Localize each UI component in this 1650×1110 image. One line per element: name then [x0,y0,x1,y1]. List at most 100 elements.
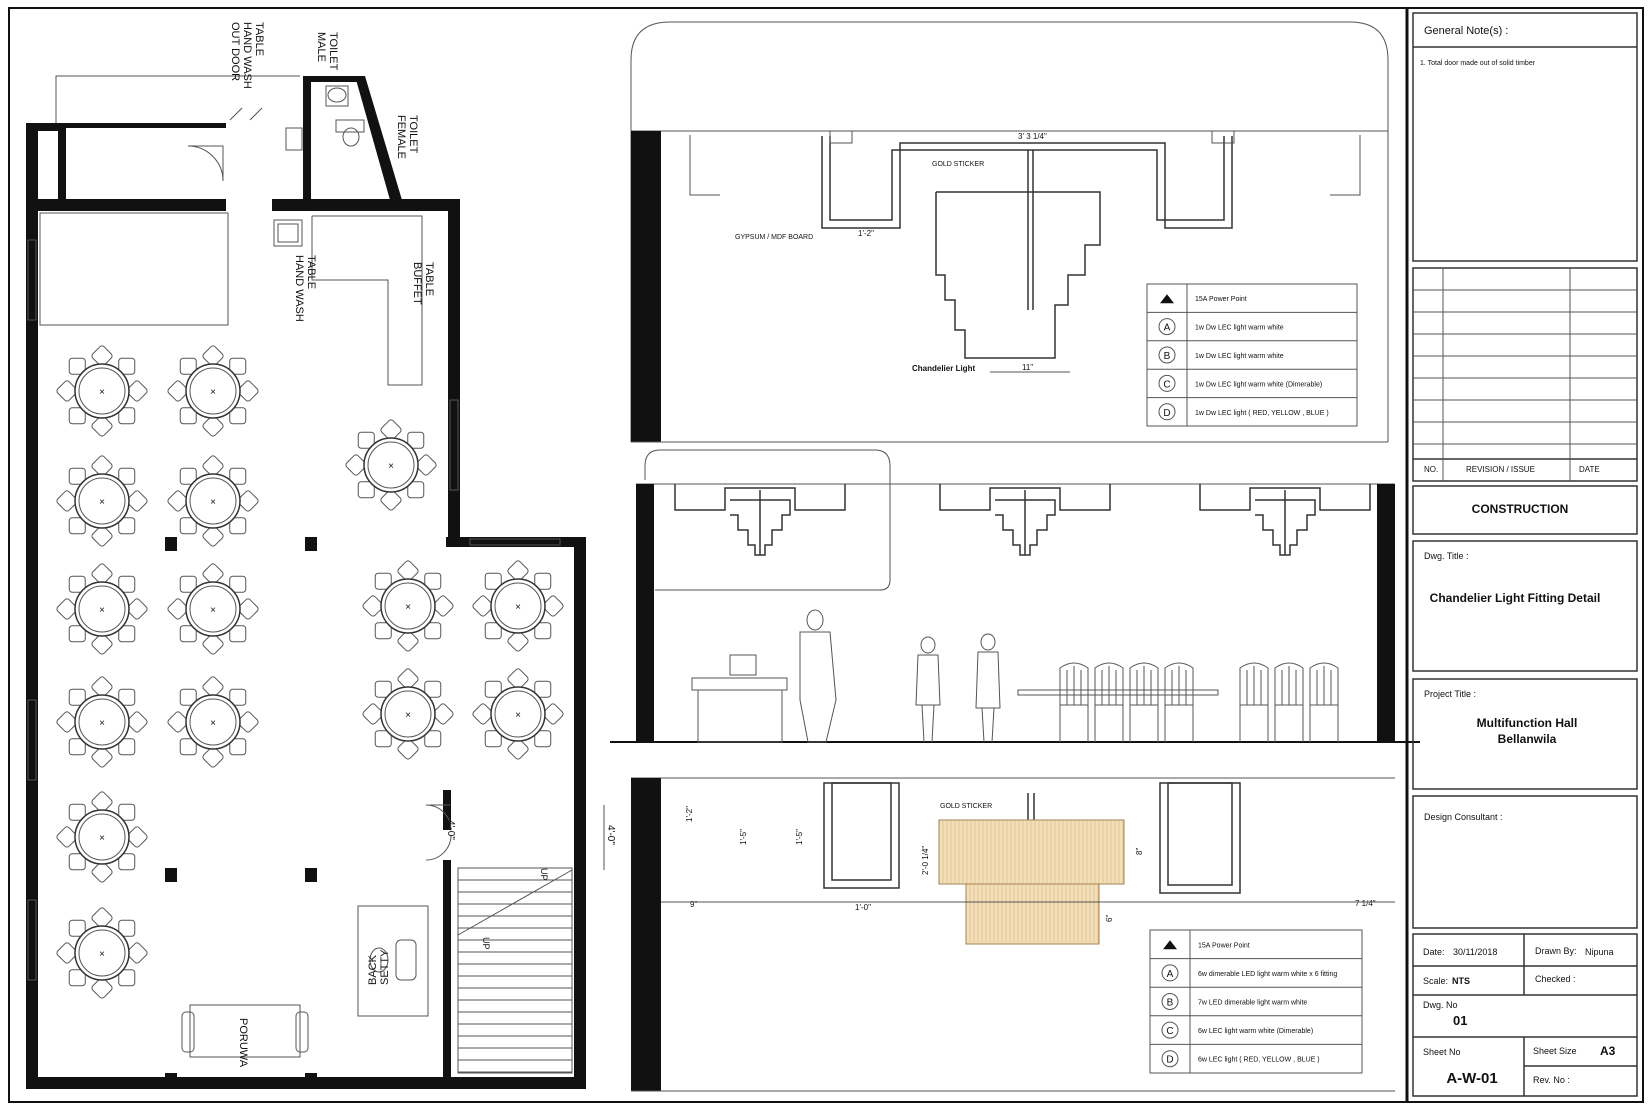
round-table-with-chairs: × [56,676,148,768]
dim-9: 6" [1105,915,1114,922]
chair [237,598,259,620]
label-outdoor-hand-wash-3: TABLE [253,22,265,56]
chair [415,454,437,476]
chair [229,625,247,643]
chair [202,415,224,437]
dim-4: 2'-0 1/4" [921,846,930,875]
chair [237,711,259,733]
table-marker: × [388,461,394,472]
legend-row: 15A Power Point [1163,940,1250,950]
svg-text:FEMALETOILET: FEMALETOILET [395,115,419,159]
dwg-title: Chandelier Light Fitting Detail [1430,591,1601,605]
section: GOLD STICKER 1'-2" 1'-5" 1'-5" 2'-0 1/4"… [631,777,1395,1092]
chair [424,572,442,590]
chair [507,630,529,652]
chair [68,919,86,937]
round-table-with-chairs: × [56,563,148,655]
chandelier-elevation [939,484,1111,556]
chair [126,598,148,620]
chair [229,407,247,425]
chair [126,942,148,964]
chair [91,415,113,437]
legend-text: 6w LEC light warm white (Dimerable) [1198,1028,1313,1035]
chair [179,575,197,593]
chair [118,853,136,871]
light-symbol-d-icon [1158,403,1176,421]
legend-text: 6w LEC light ( RED, YELLOW , BLUE ) [1198,1057,1320,1064]
chair [472,703,494,725]
label-gypsum-board: GYPSUM / MDF BOARD [735,234,813,241]
round-table-with-chairs: × [167,345,259,437]
chair [407,481,425,499]
chair [229,467,247,485]
staircase [457,867,573,1074]
chair [179,357,197,375]
label-setty-back: SETTY [379,949,391,985]
dim-1: 1'-2" [685,806,694,822]
light-symbol-a-icon [1161,964,1179,982]
chair [91,676,113,698]
chair [68,738,86,756]
chair [380,489,402,511]
chair [118,467,136,485]
table-marker: × [515,710,521,721]
chair [472,595,494,617]
stair-up-label-2: UP [481,937,491,950]
chair [432,703,454,725]
design-consultant-label: Design Consultant : [1424,812,1503,822]
chair [202,345,224,367]
chair [68,969,86,987]
table-marker: × [210,718,216,729]
chair [118,919,136,937]
svg-text:B: B [1167,998,1174,1009]
legend-text: 1w Dw LEC light warm white [1195,325,1284,332]
chair-elevation [1274,662,1304,742]
chair [167,598,189,620]
round-table-with-chairs: × [56,791,148,883]
chair [179,517,197,535]
table-marker: × [99,605,105,616]
chair [91,455,113,477]
label-female-toilet: FEMALE [395,115,407,159]
chair [179,407,197,425]
chair [237,490,259,512]
chair [118,407,136,425]
chair-elevation [1094,662,1124,742]
project-title-label: Project Title : [1424,689,1476,699]
chair [179,738,197,756]
chair [542,595,564,617]
light-symbol-b-icon [1161,993,1179,1010]
table [74,473,130,529]
legend-row: 15A Power Point [1160,294,1247,304]
gold-sticker-panel [965,883,1100,945]
svg-text:OUT DOORHAND WASHTABLE: OUT DOORHAND WASHTABLE [229,22,265,89]
chair-elevation [1059,662,1089,742]
chair [179,625,197,643]
table-marker: × [99,949,105,960]
chair [397,668,419,690]
svg-text:A: A [1164,323,1171,334]
chair [56,942,78,964]
chair [229,738,247,756]
table-marker: × [405,710,411,721]
sheet-size-value: A3 [1600,1044,1616,1058]
dwg-no-value: 01 [1453,1013,1467,1028]
svg-text:B: B [1164,351,1171,362]
table-marker: × [210,605,216,616]
light-symbol-c-icon [1158,374,1176,392]
chair [179,467,197,485]
chair [362,595,384,617]
table [74,581,130,637]
legend-text: 1w Dw LEC light warm white [1195,353,1284,360]
chair [118,517,136,535]
ceiling-plan: GOLD STICKER GYPSUM / MDF BOARD Chandeli… [630,21,1389,443]
chair [68,853,86,871]
chair [91,525,113,547]
legend-row: A 1w Dw LEC light warm white [1158,318,1284,336]
floor-plan: OUT DOORHAND WASHTABLE MALETOILET FEMALE… [26,22,616,1089]
dim-2: 1'-5" [739,829,748,845]
chair [407,431,425,449]
chair [374,572,392,590]
